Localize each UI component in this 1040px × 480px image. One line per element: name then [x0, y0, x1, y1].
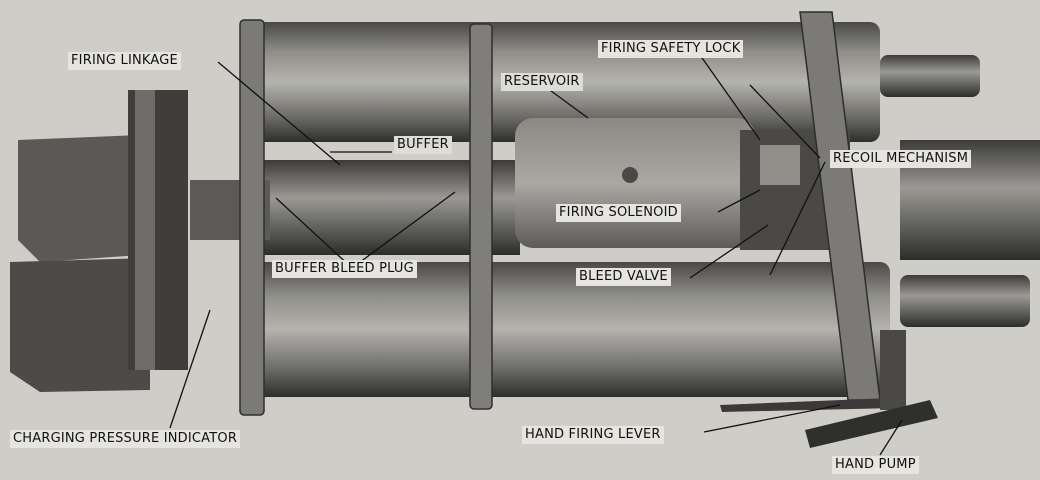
hand-firing-lever-shape — [720, 398, 895, 412]
lower-tube — [900, 275, 1030, 327]
label-buffer-bleed-plug: BUFFER BLEED PLUG — [272, 260, 417, 278]
reservoir-tank — [515, 118, 755, 248]
breech-upper — [18, 135, 140, 262]
upper-tube — [880, 55, 980, 97]
label-firing-solenoid: FIRING SOLENOID — [556, 204, 681, 222]
clamp-band-left — [239, 19, 265, 416]
reservoir-cap — [622, 167, 638, 183]
bracket-face — [135, 90, 155, 370]
hand-pump-handle — [805, 400, 938, 448]
label-firing-linkage: FIRING LINKAGE — [68, 52, 181, 70]
label-recoil-mechanism: RECOIL MECHANISM — [830, 150, 972, 168]
label-charging-pressure-indicator: CHARGING PRESSURE INDICATOR — [10, 430, 241, 448]
lower-cylinder — [250, 262, 890, 397]
clamp-band-middle — [469, 23, 493, 410]
label-reservoir: RESERVOIR — [501, 73, 583, 91]
label-hand-firing-lever: HAND FIRING LEVER — [522, 426, 664, 444]
safety-lock-body — [760, 145, 800, 185]
breech-lower — [10, 258, 150, 392]
hand-pump-body — [880, 330, 906, 410]
label-firing-safety-lock: FIRING SAFETY LOCK — [598, 40, 744, 58]
label-buffer: BUFFER — [394, 136, 452, 154]
leader-lines — [169, 54, 903, 456]
label-hand-pump: HAND PUMP — [832, 456, 919, 474]
label-bleed-valve: BLEED VALVE — [576, 268, 671, 286]
